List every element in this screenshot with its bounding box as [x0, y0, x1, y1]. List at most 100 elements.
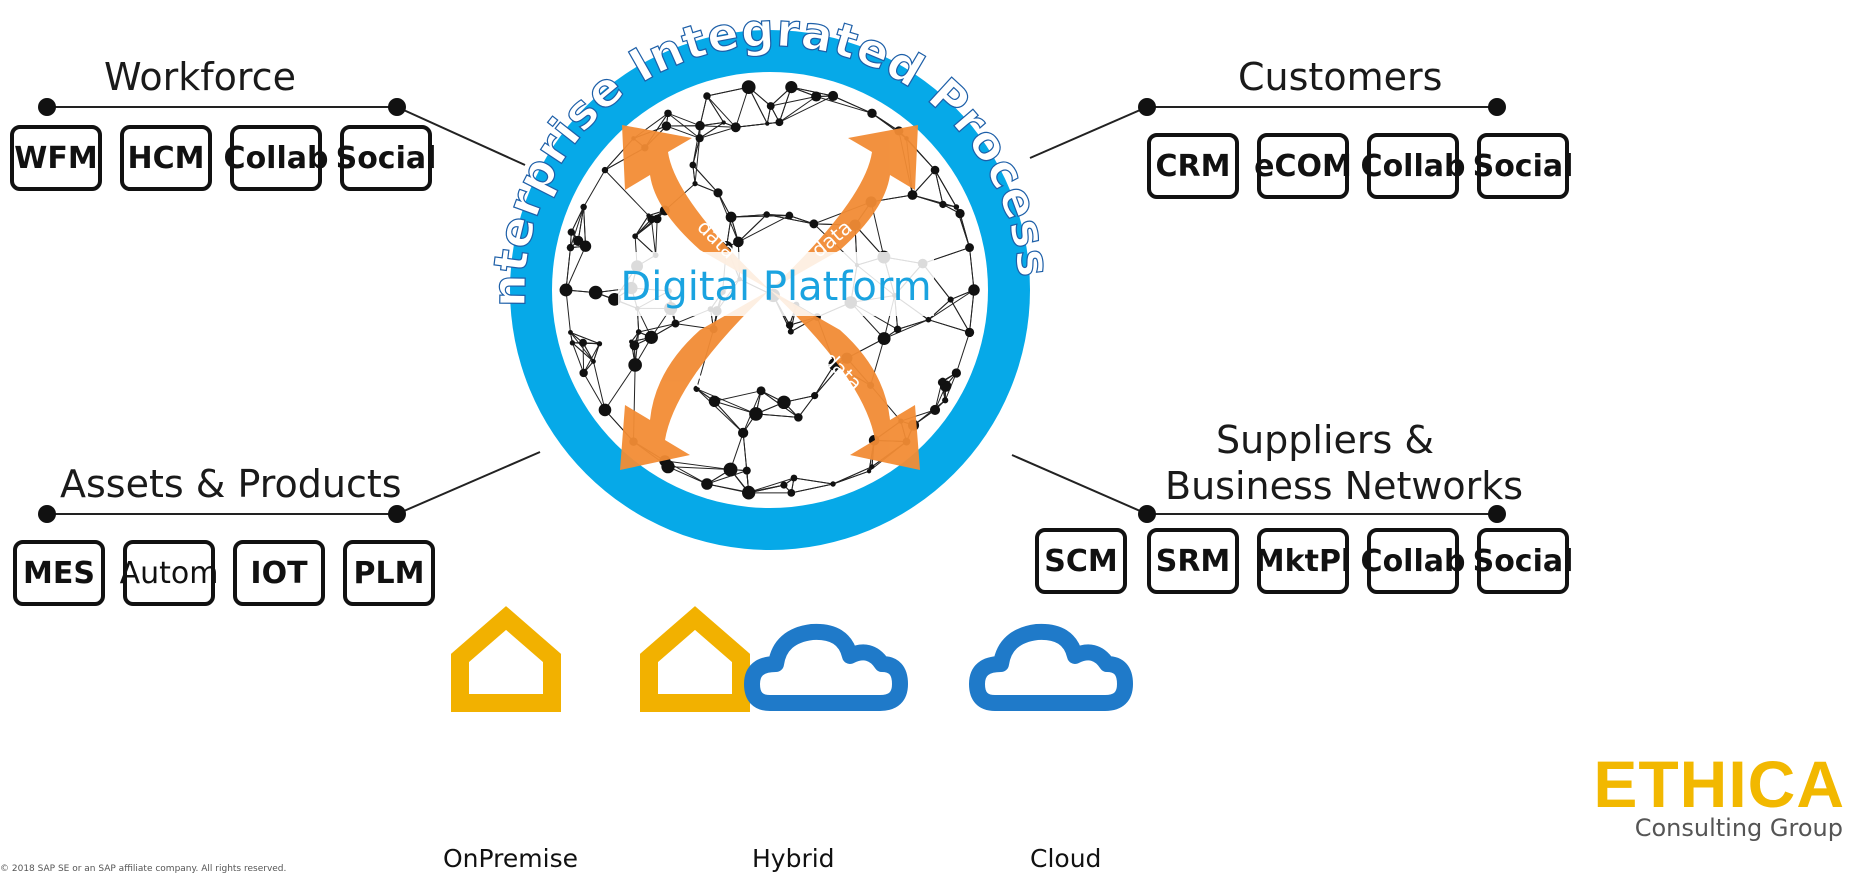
mesh-edge	[570, 206, 585, 233]
mesh-node	[725, 211, 737, 223]
mesh-node	[598, 403, 612, 417]
logo-main-text: ETHICA	[1593, 747, 1845, 821]
mesh-edge	[814, 363, 836, 396]
workforce-box-hcm: HCM	[120, 125, 212, 191]
mesh-node	[588, 285, 603, 300]
data-flow-arrows	[620, 125, 920, 470]
mesh-edge	[565, 289, 571, 333]
assets-box-autom: Autom	[120, 540, 218, 606]
suppliers-box-mktpl: MktPl	[1255, 528, 1351, 594]
mesh-edge	[692, 164, 719, 194]
mesh-node	[763, 211, 770, 218]
mesh-edge	[928, 319, 970, 333]
connector-lines	[47, 106, 1497, 515]
mesh-edge	[696, 388, 744, 434]
mesh-node	[628, 358, 642, 372]
mesh-node	[830, 481, 836, 487]
suppliers-box-scm: SCM	[1035, 528, 1127, 594]
mesh-edge	[694, 138, 701, 184]
mesh-node	[741, 80, 756, 95]
mesh-edge	[912, 194, 957, 208]
mesh-node	[775, 118, 784, 127]
mesh-node	[939, 377, 947, 385]
mesh-edge	[955, 332, 971, 374]
mesh-node	[947, 296, 954, 303]
arrow-bottom-right	[770, 290, 920, 470]
mesh-edge	[714, 400, 744, 434]
mesh-node	[646, 213, 651, 218]
assets-box-mes: MES	[13, 540, 105, 606]
customers-title: Customers	[1238, 55, 1443, 99]
mesh-edge	[706, 86, 749, 97]
assets-title: Assets & Products	[60, 462, 402, 506]
ethica-logo: ETHICA Consulting Group	[1593, 748, 1845, 848]
customers-box-social: Social	[1473, 133, 1573, 199]
mesh-node	[671, 319, 680, 328]
mesh-edge	[950, 299, 970, 333]
mesh-node	[925, 316, 932, 323]
mesh-node	[629, 340, 640, 351]
mesh-node	[701, 478, 713, 490]
mesh-edge	[696, 388, 757, 415]
mesh-node	[573, 235, 584, 246]
mesh-edge	[797, 395, 816, 418]
mesh-edge	[969, 247, 975, 291]
mesh-edge	[592, 343, 600, 362]
customers-box-collab: Collab	[1361, 133, 1465, 199]
mesh-node	[695, 120, 705, 131]
mesh-edge	[577, 206, 585, 241]
mesh-edge	[583, 207, 587, 247]
mesh-node	[738, 427, 749, 438]
mesh-edge	[714, 400, 757, 415]
mesh-node	[942, 397, 949, 404]
mesh-node	[869, 464, 875, 470]
mesh-node	[809, 219, 819, 229]
onpremise-label: OnPremise	[443, 844, 578, 873]
mesh-node	[964, 327, 975, 338]
mesh-node	[723, 462, 738, 477]
mesh-node	[661, 460, 675, 474]
mesh-node	[730, 122, 741, 133]
cloud-icon	[969, 623, 1133, 711]
mesh-node	[785, 211, 794, 220]
mesh-edge	[928, 299, 951, 321]
suppliers-title: Suppliers & Business Networks	[1165, 418, 1523, 509]
mesh-node	[955, 208, 965, 219]
mesh-node	[787, 488, 796, 497]
mesh-node	[777, 395, 791, 410]
mesh-node	[965, 243, 974, 253]
mesh-edge	[735, 86, 750, 128]
mesh-node	[811, 392, 819, 400]
suppliers-box-collab: Collab	[1361, 528, 1465, 594]
mesh-edge	[583, 372, 606, 411]
suppliers-box-social: Social	[1473, 528, 1573, 594]
customers-connector	[1029, 106, 1148, 159]
onpremise-house-icon	[451, 606, 561, 712]
mesh-edge	[883, 319, 929, 340]
mesh-edge	[832, 466, 873, 485]
arrow-top-right	[770, 125, 918, 290]
mesh-node	[601, 166, 609, 174]
mesh-node	[596, 341, 603, 347]
mesh-edge	[667, 112, 701, 127]
mesh-edge	[793, 477, 834, 485]
mesh-edge	[816, 96, 873, 114]
mesh-node	[713, 188, 723, 198]
platform-label: Digital Platform	[620, 264, 931, 310]
mesh-node	[787, 328, 794, 335]
workforce-title: Workforce	[104, 55, 296, 99]
mesh-node	[742, 486, 756, 500]
mesh-node	[877, 332, 891, 346]
mesh-edge	[770, 96, 817, 107]
mesh-node	[693, 385, 700, 392]
mesh-node	[579, 368, 588, 378]
mesh-node	[827, 90, 839, 102]
platform-band	[618, 252, 934, 316]
mesh-edge	[570, 332, 594, 362]
mesh-node	[785, 81, 798, 94]
mesh-edge	[634, 210, 666, 237]
mesh-node	[579, 338, 587, 347]
assets-box-iot: IOT	[233, 540, 325, 606]
mesh-edge	[638, 323, 676, 333]
